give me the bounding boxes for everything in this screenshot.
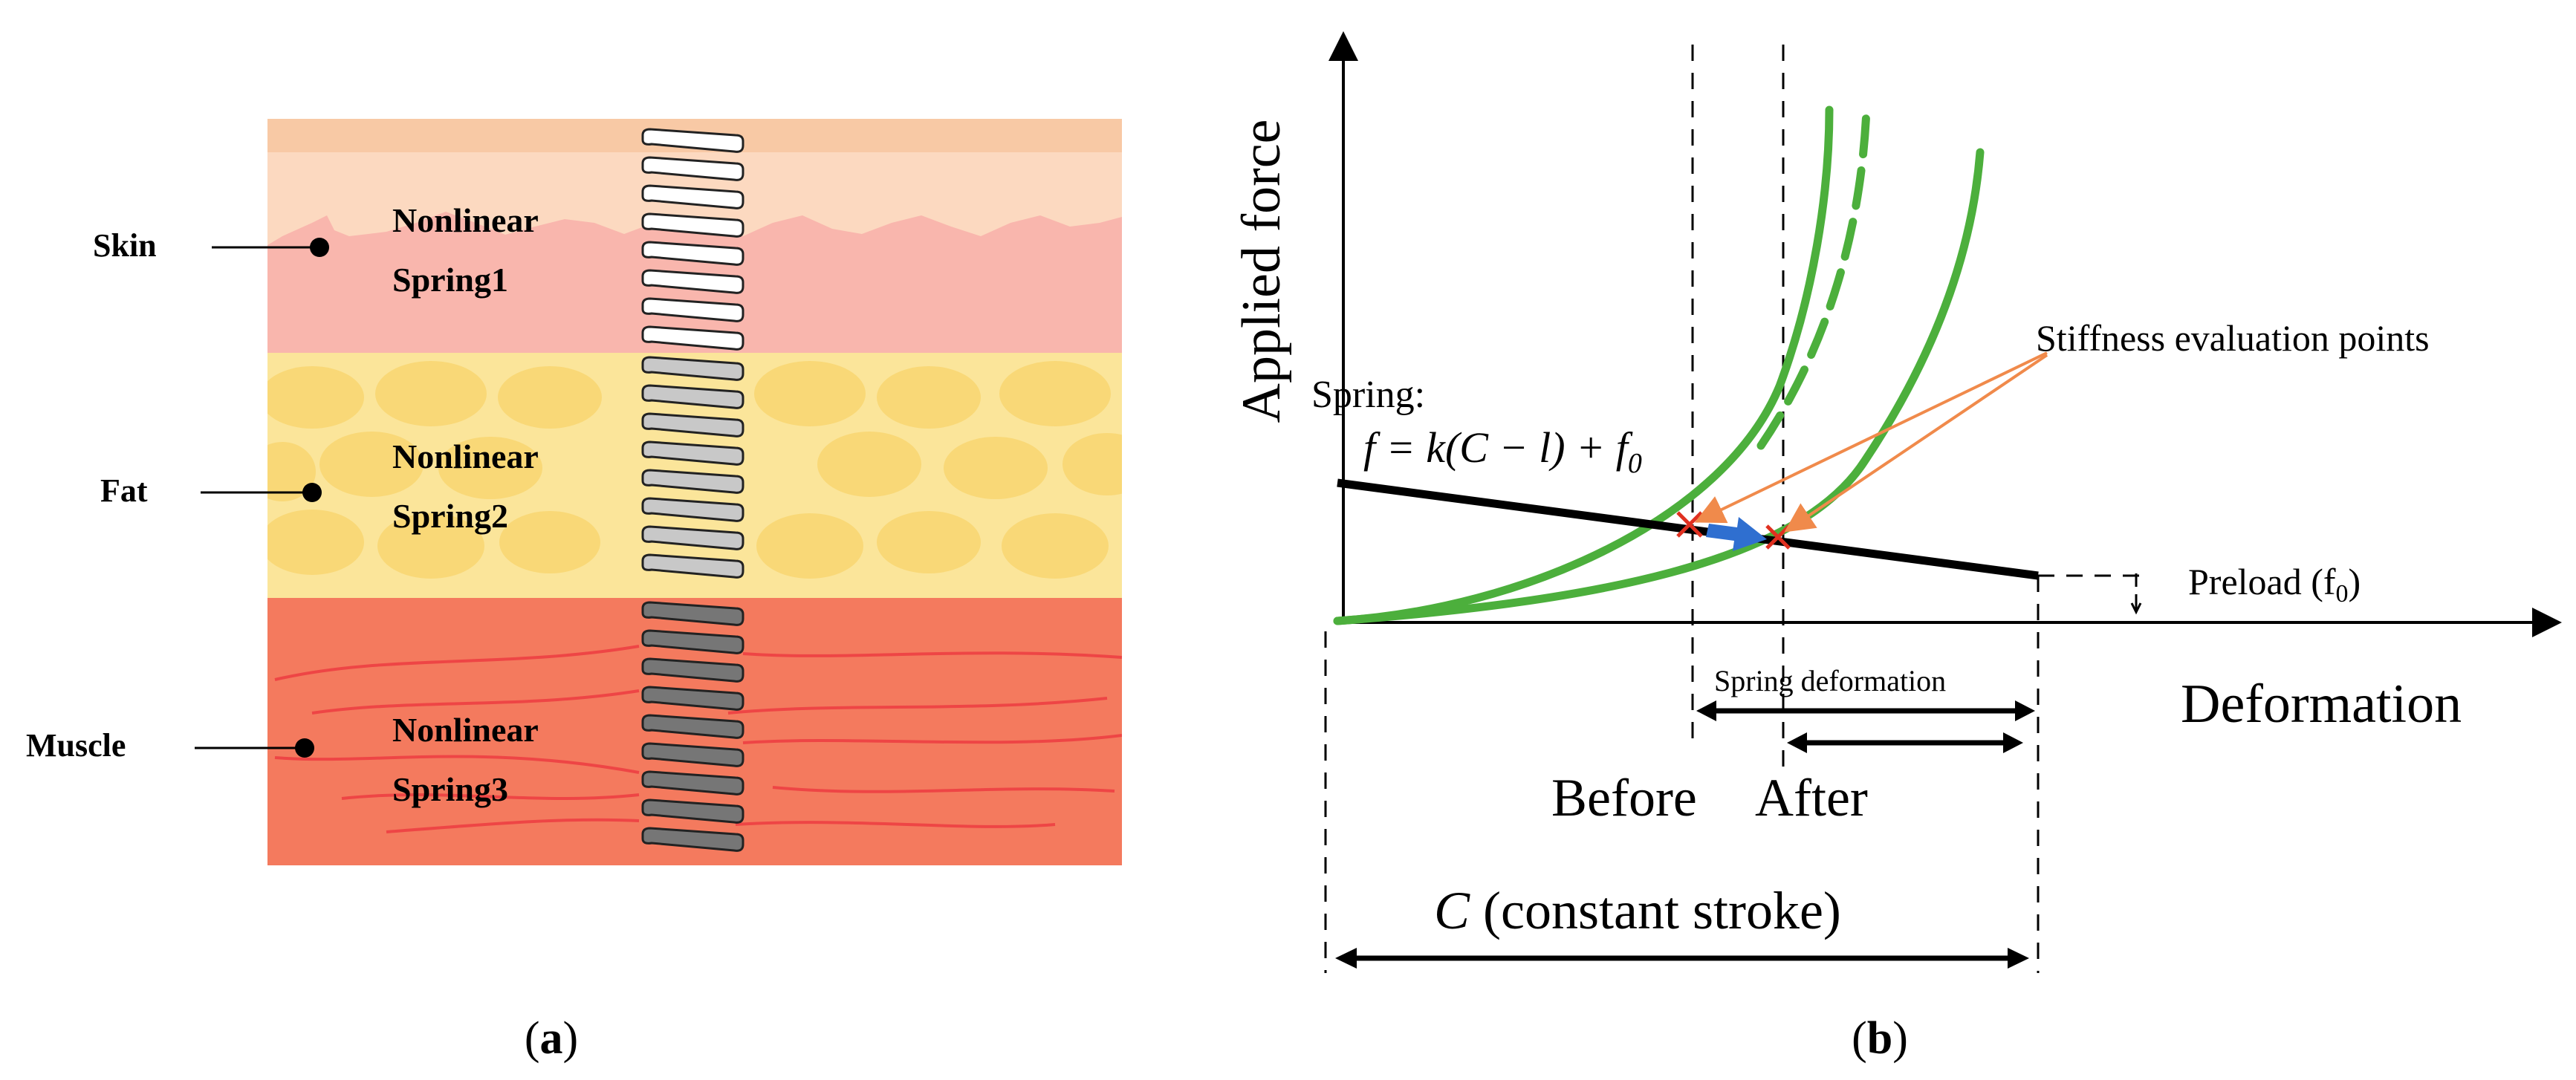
muscle-fibers [274, 645, 1122, 833]
spring-coil-loop [641, 440, 744, 466]
preload-indicator [2130, 573, 2142, 615]
layer-label-fat: Fat [100, 472, 322, 509]
skin-marker-dot [310, 238, 329, 257]
preload-label: Preload (f0) [2188, 561, 2361, 608]
shift-arrow [1706, 517, 1767, 551]
spring-force-line [1337, 478, 2039, 580]
spring-coil-loop [641, 714, 744, 739]
spring-coil-loop [641, 469, 744, 494]
annotation-label: Stiffness evaluation points [2036, 317, 2430, 359]
spring3-label-line1: Nonlinear [392, 711, 539, 749]
spring-coil-loop [641, 742, 744, 767]
y-axis-label: Applied force [1231, 120, 1292, 423]
x-axis-label: Deformation [2181, 674, 2462, 735]
constant-stroke-label: C (constant stroke) [1434, 881, 1841, 940]
layer-label-skin: Skin [93, 227, 329, 264]
annotation-lines [1694, 351, 2048, 533]
spring-coil-loop [641, 241, 744, 266]
skin-label: Skin [93, 227, 157, 264]
spring-equation: f = k(C − l) + f0 [1363, 423, 1642, 479]
spring-coil-loop [641, 827, 744, 852]
spring-coil-loop [641, 212, 744, 238]
spring3-coil [641, 601, 744, 852]
spring1-label-line2: Spring1 [392, 261, 508, 299]
spring-coil-loop [641, 686, 744, 711]
spring-column [641, 128, 744, 852]
dashed-guides [1324, 45, 2140, 973]
spring-coil-loop [641, 553, 744, 579]
spring2-coil [641, 356, 744, 579]
spring3-label-line2: Spring3 [392, 770, 508, 808]
layer-label-muscle: Muscle [26, 727, 314, 764]
fat-cells [267, 361, 1122, 579]
annotation-line-before [1694, 351, 2048, 524]
stiffness-curves [1333, 105, 1985, 625]
fat-marker-dot [302, 483, 322, 502]
panel-a-caption: (a) [525, 1013, 578, 1064]
muscle-label: Muscle [26, 727, 126, 764]
panel-b-caption: (b) [1852, 1013, 1908, 1064]
spring1-coil [641, 128, 744, 351]
spring2-label-line2: Spring2 [392, 497, 508, 535]
curve-before-dashed [1756, 105, 1871, 450]
spring-coil-loop [641, 184, 744, 209]
spring-coil-loop [641, 525, 744, 550]
spring-coil-loop [641, 269, 744, 294]
after-label: After [1755, 768, 1868, 827]
before-label: Before [1551, 768, 1697, 827]
spring-title: Spring: [1311, 374, 1425, 416]
spring-coil-loop [641, 356, 744, 381]
shift-arrow-shape [1706, 517, 1767, 551]
muscle-marker-dot [295, 738, 314, 758]
spring-coil-loop [641, 798, 744, 824]
spring-deformation-label: Spring deformation [1714, 664, 1946, 697]
spring-coil-loop [641, 384, 744, 409]
spring-coil-loop [641, 128, 744, 153]
curve-before [1333, 105, 1834, 625]
spring-coil-loop [641, 412, 744, 437]
panel-a: Skin Fat Muscle Nonlinear Spring1 Nonlin… [26, 119, 1122, 1064]
spring-coil-loop [641, 629, 744, 654]
spring-coil-loop [641, 497, 744, 522]
spring-coil-loop [641, 156, 744, 181]
fat-label: Fat [100, 472, 148, 509]
deformation-arrows [1696, 700, 2035, 753]
panel-b: Applied force Deformation [1231, 31, 2562, 1064]
spring-coil-loop [641, 601, 744, 626]
constant-stroke-arrow [1335, 948, 2029, 969]
spring-coil-loop [641, 297, 744, 322]
spring-coil-loop [641, 325, 744, 351]
spring1-label-line1: Nonlinear [392, 201, 539, 239]
spring2-label-line1: Nonlinear [392, 437, 539, 475]
spring-coil-loop [641, 657, 744, 683]
curve-after [1333, 148, 1985, 625]
spring-coil-loop [641, 770, 744, 796]
annotation-line-after [1784, 354, 2048, 533]
